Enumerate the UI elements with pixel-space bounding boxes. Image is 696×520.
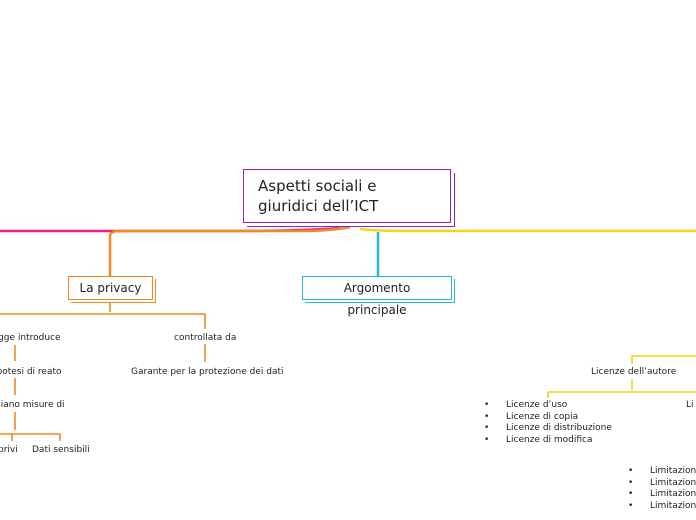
label-siano-misure-di[interactable]: siano misure di: [0, 400, 65, 410]
limitazioni-list: Limitazion Limitazion Limitazion Limitaz…: [628, 466, 696, 512]
list-item: Limitazion: [628, 478, 696, 490]
argomento-label: Argomento principale: [343, 281, 411, 317]
list-item: Licenze di copia: [484, 412, 612, 424]
privacy-label: La privacy: [79, 281, 142, 295]
licenze-subtree-lines: [547, 355, 696, 398]
list-item: Licenze di distribuzione: [484, 423, 612, 435]
label-ipotesi-di-reato[interactable]: ipotesi di reato: [0, 367, 62, 377]
list-item: Limitazion: [628, 501, 696, 513]
topic-la-privacy[interactable]: La privacy: [68, 276, 153, 300]
central-topic[interactable]: Aspetti sociali e giuridici dell’ICT: [243, 169, 451, 223]
topic-argomento-principale[interactable]: Argomento principale: [302, 276, 452, 317]
label-li-truncated[interactable]: Li: [686, 400, 694, 410]
central-topic-title: Aspetti sociali e giuridici dell’ICT: [258, 177, 379, 215]
privacy-subtree-lines: [0, 301, 206, 441]
label-dati-sensibili[interactable]: Dati sensibili: [32, 445, 90, 455]
yellow-branch-line: [359, 227, 696, 233]
label-licenze-dell-autore[interactable]: Licenze dell’autore: [591, 367, 677, 377]
list-item: Limitazion: [628, 466, 696, 478]
list-item: Licenze d’uso: [484, 400, 612, 412]
label-controllata-da[interactable]: controllata da: [174, 333, 237, 343]
licenze-list: Licenze d’uso Licenze di copia Licenze d…: [484, 400, 612, 446]
list-item: Limitazion: [628, 489, 696, 501]
list-item: Licenze di modifica: [484, 435, 612, 447]
label-garante[interactable]: Garante per la protezione dei dati: [131, 367, 284, 377]
label-privi[interactable]: privi: [0, 445, 18, 455]
orange-branch-line: [108, 225, 351, 276]
